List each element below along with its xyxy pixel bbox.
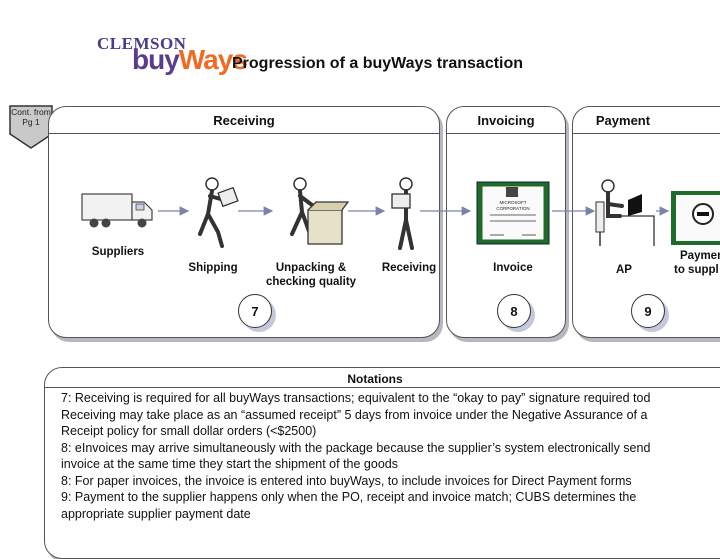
step-label-payment: Paymen to suppl <box>670 249 720 277</box>
page-title: Progression of a buyWays transaction <box>232 55 524 72</box>
notation-line: appropriate supplier payment date <box>61 506 251 521</box>
step-label-shipping: Shipping <box>188 262 238 274</box>
step-number-8: 8 <box>497 294 531 328</box>
worker-unpacking-box-icon <box>290 177 350 245</box>
continuation-badge-label: Cont. from Pg 1 <box>11 107 51 127</box>
notation-line: 9: Payment to the supplier happens only … <box>61 490 637 504</box>
notations-title: Notations <box>347 372 403 386</box>
receiving-panel-divider <box>49 133 439 134</box>
notation-line: Receipt policy for small dollar orders (… <box>61 424 317 438</box>
notation-line: 8: eInvoices may arrive simultaneously w… <box>61 440 651 455</box>
notation-line: 8: For paper invoices, the invoice is en… <box>61 473 632 488</box>
step-number-7: 7 <box>238 294 272 328</box>
receiving-panel-title: Receiving <box>213 113 275 128</box>
worker-receiving-box-icon <box>391 177 414 250</box>
step-label-payment-line2: to suppl <box>674 264 719 276</box>
step-label-unpacking: Unpacking & checking quality <box>258 261 364 289</box>
notation-line: 7: Receiving is required for all buyWays… <box>61 391 651 405</box>
invoicing-panel-title: Invoicing <box>477 113 535 128</box>
invoicing-panel-divider <box>447 133 565 134</box>
notations-panel: Notations 7: Receiving is required for a… <box>44 367 720 559</box>
clemson-logo: CLEMSON <box>97 34 186 54</box>
continuation-badge <box>9 105 53 149</box>
step-number-9: 9 <box>631 294 665 328</box>
payment-panel-title: Payment <box>595 113 651 128</box>
step-label-ap: AP <box>616 264 632 276</box>
notation-line: Receiving may take place as an “assumed … <box>61 407 648 422</box>
step-label-payment-line1: Paymen <box>680 250 720 262</box>
buyways-logo: buyWays <box>132 44 248 76</box>
notations-divider <box>45 387 720 388</box>
worker-carrying-box-icon <box>198 177 239 248</box>
invoice-company-line2: CORPORATION <box>496 206 529 211</box>
step-label-unpacking-line1: Unpacking & <box>275 262 347 274</box>
truck-icon <box>81 193 153 228</box>
notation-line: invoice at the same time they start the … <box>61 457 398 471</box>
flow-arrows <box>158 206 670 216</box>
payment-panel-divider <box>573 133 720 134</box>
step-label-unpacking-line2: checking quality <box>265 276 357 288</box>
clemson-wordmark: CLEMSON <box>97 34 187 53</box>
buyways-wordmark-buy: buy <box>132 44 180 75</box>
ap-clerk-computer-icon <box>595 179 655 246</box>
invoice-company-line1: MICROSOFT <box>500 200 527 205</box>
payment-check-icon <box>671 191 720 245</box>
notations-body: 7: Receiving is required for all buyWays… <box>61 390 720 522</box>
buyways-wordmark-ways: Ways <box>178 44 248 75</box>
step-label-invoice: Invoice <box>493 262 533 274</box>
invoice-document-icon: MICROSOFT CORPORATION <box>476 181 550 245</box>
step-label-receiving: Receiving <box>381 262 437 274</box>
step-label-suppliers: Suppliers <box>91 246 145 258</box>
